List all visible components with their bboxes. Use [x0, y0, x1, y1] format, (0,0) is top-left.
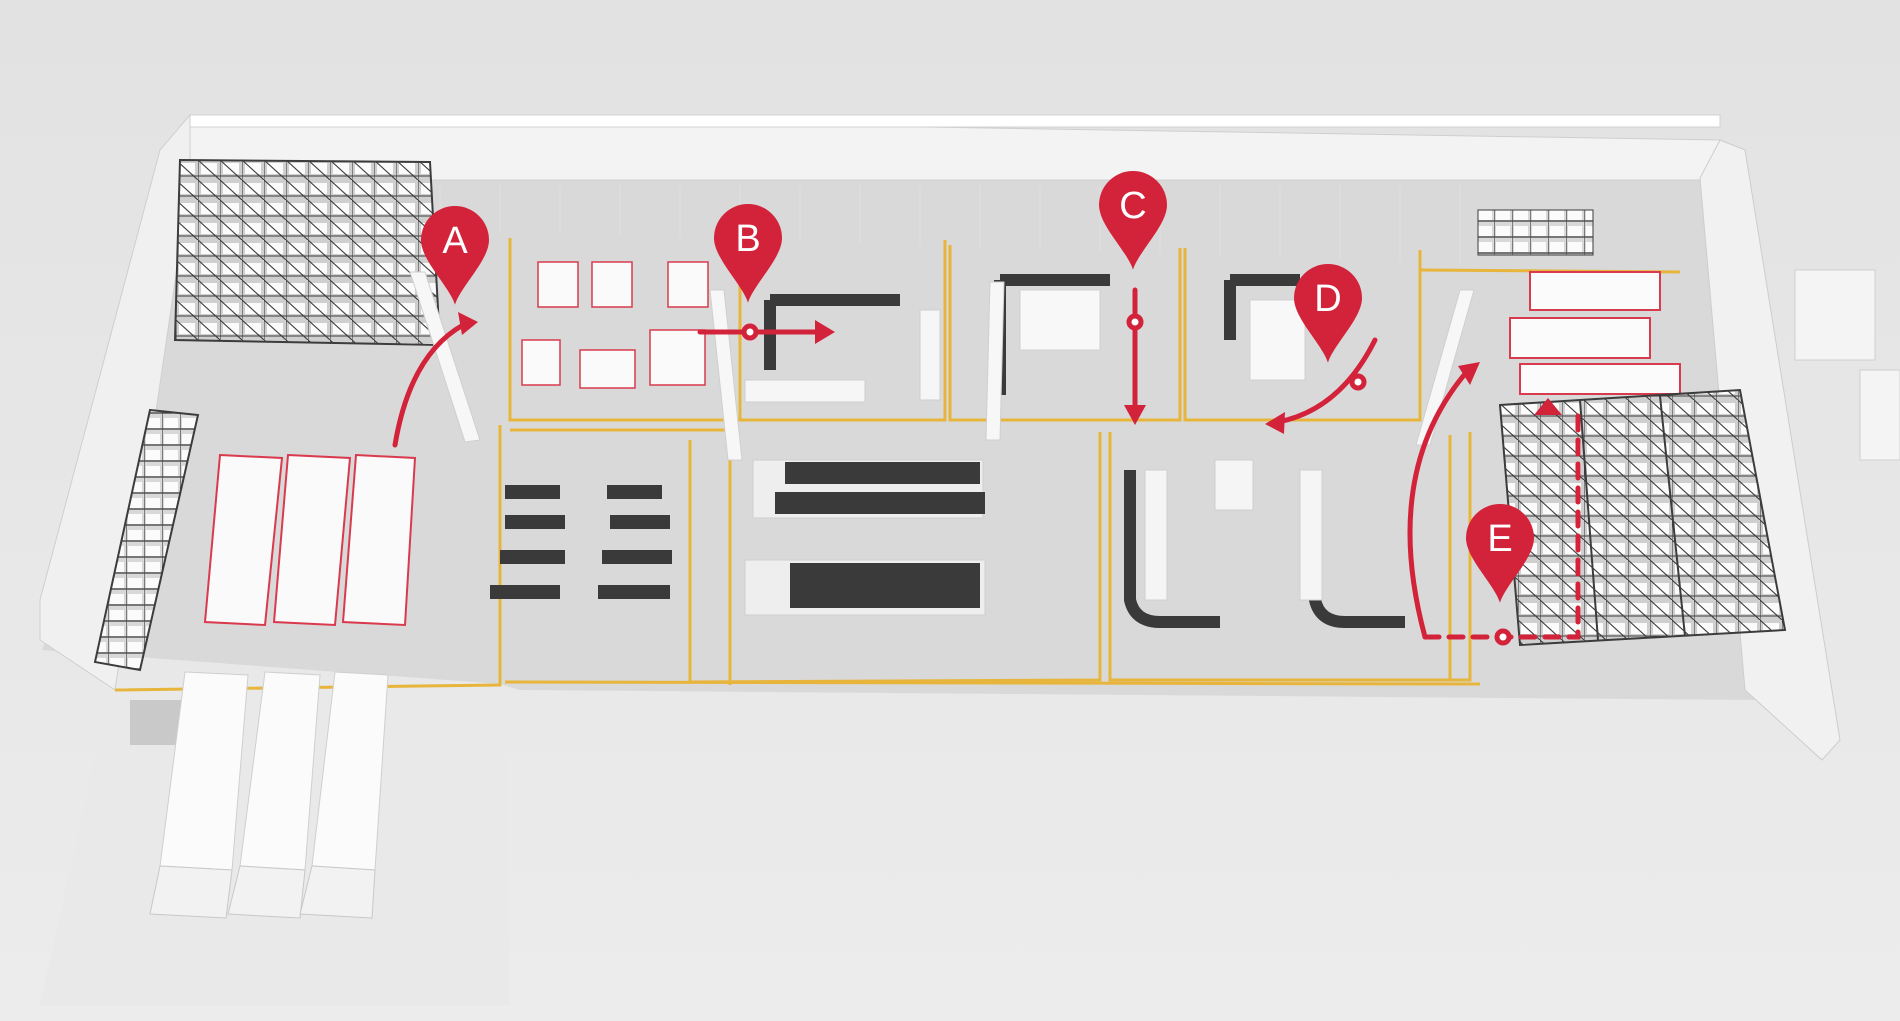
map-pin-icon: [1294, 264, 1362, 363]
flow-path-e-dashed: [1422, 407, 1581, 640]
truck-icon: [299, 671, 389, 919]
packing-tables: [490, 485, 672, 599]
marker-label: B: [735, 218, 760, 260]
marker-layer: A B C D E: [421, 171, 1534, 603]
marker-c[interactable]: C: [1099, 171, 1167, 270]
truck-icon: [227, 671, 321, 919]
flow-path-e: [1407, 365, 1473, 640]
map-pin-icon: [1099, 171, 1167, 270]
marker-label: C: [1119, 185, 1146, 227]
small-rack: [1477, 209, 1594, 256]
trucks: [149, 671, 389, 919]
marker-a[interactable]: A: [421, 206, 489, 305]
map-pin-icon: [1466, 504, 1534, 603]
flow-path-d: [1275, 337, 1378, 425]
marker-label: D: [1314, 278, 1341, 320]
map-pin-icon: [714, 204, 782, 303]
goods-rows: [203, 453, 417, 627]
picking-conveyors: [744, 274, 1306, 403]
marker-e[interactable]: E: [1466, 504, 1534, 603]
marker-d[interactable]: D: [1294, 264, 1362, 363]
truck-icon: [149, 671, 249, 919]
marker-b[interactable]: B: [714, 204, 782, 303]
wall-rack: [93, 408, 200, 672]
flow-racks: [1509, 271, 1681, 395]
packing-lines: [744, 459, 986, 616]
marker-label: E: [1487, 518, 1512, 560]
sorting-stations: [1144, 459, 1323, 601]
high-bay-racking: [1498, 388, 1787, 647]
marker-label: A: [442, 220, 468, 262]
staging-pallets: [521, 261, 709, 389]
map-pin-icon: [421, 206, 489, 305]
flow-path-a: [392, 322, 466, 448]
bulk-rack-block: [173, 158, 442, 347]
flow-paths: [392, 287, 1581, 646]
